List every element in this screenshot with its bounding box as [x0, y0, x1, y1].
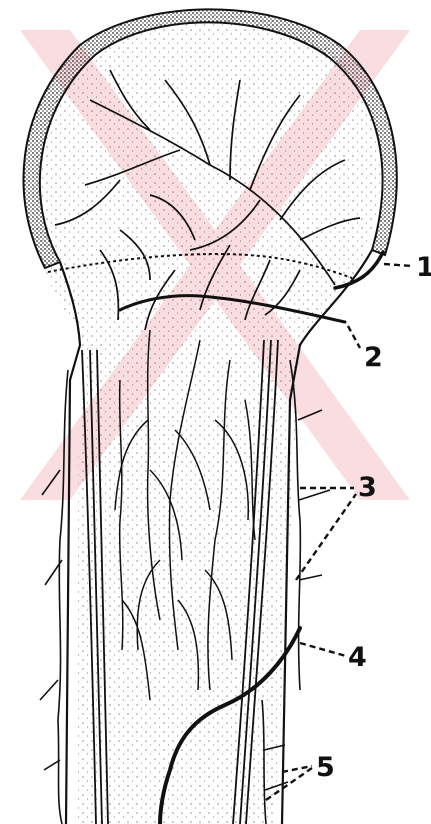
labels: 1 2 3 4 5 [316, 252, 431, 783]
leader-4 [300, 643, 346, 656]
label-4: 4 [348, 642, 367, 673]
label-5: 5 [316, 752, 335, 783]
leader-2 [348, 326, 360, 348]
label-3: 3 [358, 472, 377, 503]
leader-3b [296, 494, 356, 580]
leader-1 [384, 264, 412, 266]
label-2: 2 [364, 342, 383, 373]
label-1: 1 [416, 252, 431, 283]
